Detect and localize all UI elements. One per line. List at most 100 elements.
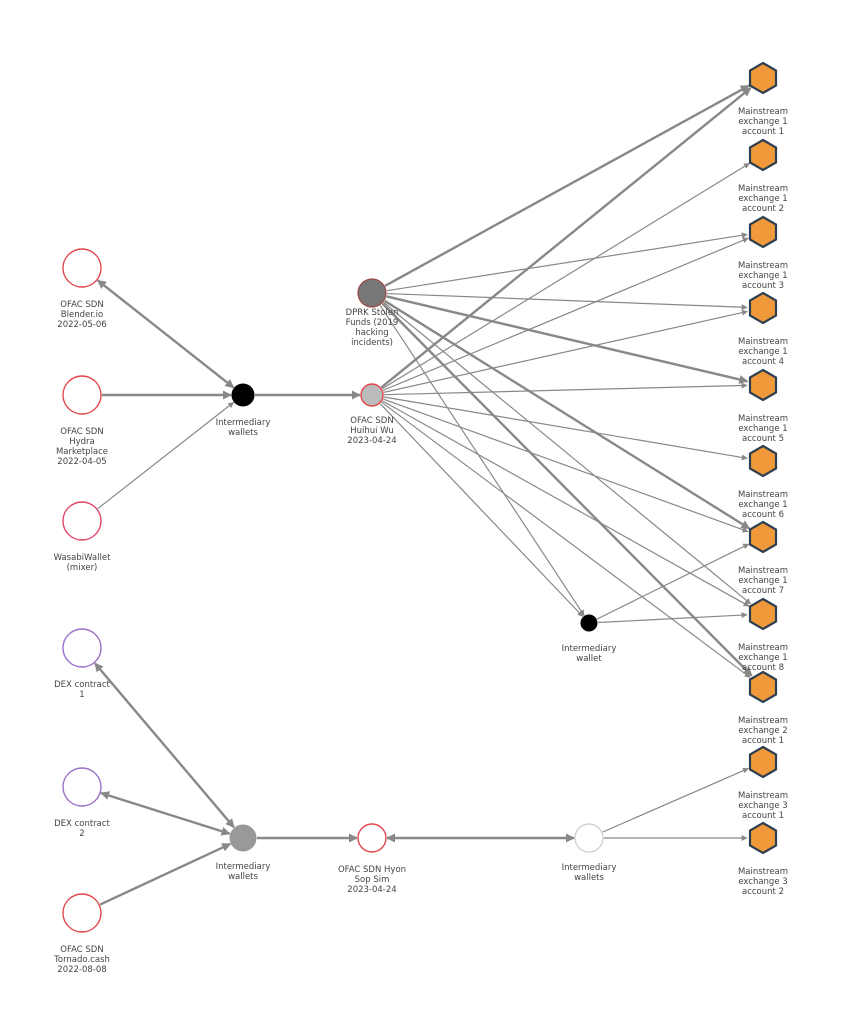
exchange-hexagon-icon[interactable]: [748, 138, 778, 172]
node-label-line: Mainstream: [738, 184, 788, 194]
edge-dprk-to-ex1a4: [386, 292, 748, 311]
edge-wasabi-to-intA: [97, 401, 235, 510]
nodes-layer: [62, 61, 778, 933]
node-intC[interactable]: [229, 824, 257, 852]
node-label-line: OFAC SDN: [60, 300, 103, 310]
node-label-line: exchange 3: [738, 801, 787, 811]
edge-intB-to-ex1a7: [596, 543, 750, 620]
node-label-line: Hydra: [69, 437, 95, 447]
exchange-hexagon-icon[interactable]: [748, 821, 778, 855]
node-hyon[interactable]: [357, 823, 387, 853]
edge-huihui-to-ex1a1: [380, 87, 752, 389]
node-wasabi[interactable]: [62, 501, 102, 541]
node-intD[interactable]: [574, 823, 604, 853]
node-label-line: account 6: [742, 510, 784, 520]
exchange-hexagon-icon[interactable]: [748, 215, 778, 249]
node-label-line: OFAC SDN: [60, 427, 103, 437]
node-label-line: hacking: [355, 328, 388, 338]
exchange-hexagon-icon[interactable]: [748, 597, 778, 631]
node-label-line: account 1: [742, 127, 784, 137]
node-dex2[interactable]: [62, 767, 102, 807]
node-label-line: Mainstream: [738, 337, 788, 347]
node-label-line: exchange 1: [738, 653, 787, 663]
node-label-line: Sop Sim: [355, 875, 390, 885]
node-label-line: exchange 1: [738, 271, 787, 281]
node-label-line: exchange 3: [738, 877, 787, 887]
node-dprk[interactable]: [357, 278, 387, 308]
edge-dprk-to-ex2a1: [381, 302, 753, 677]
exchange-hexagon-icon[interactable]: [748, 520, 778, 554]
node-label-line: exchange 1: [738, 424, 787, 434]
edge-huihui-to-ex1a2: [381, 162, 750, 390]
node-label-line: 2: [79, 829, 84, 839]
node-label-line: Mainstream: [738, 107, 788, 117]
edge-huihui-to-intB: [379, 403, 584, 617]
node-label-line: account 8: [742, 663, 784, 673]
node-label-line: OFAC SDN Hyon: [338, 865, 406, 875]
edge-huihui-to-ex1a6: [383, 396, 748, 461]
edge-dprk-to-intB: [379, 305, 585, 616]
node-label-line: 2022-05-06: [57, 320, 106, 330]
exchange-hexagon-icon[interactable]: [748, 61, 778, 95]
edge-dprk-to-ex1a3: [386, 232, 748, 292]
node-label-line: Tornado.cash: [53, 955, 110, 965]
exchange-hexagon-icon[interactable]: [748, 745, 778, 779]
exchange-hexagon-icon[interactable]: [748, 444, 778, 478]
edge-huihui-to-ex1a7: [383, 398, 749, 533]
node-label-line: Intermediary: [562, 863, 617, 873]
exchange-hexagon-icon[interactable]: [748, 291, 778, 325]
node-label-line: account 4: [742, 357, 784, 367]
edge-intD-to-ex3a1: [602, 767, 749, 833]
node-label-line: account 2: [742, 887, 784, 897]
node-label-line: Intermediary: [562, 644, 617, 654]
node-intA[interactable]: [231, 383, 255, 407]
exchange-hexagon-icon[interactable]: [748, 670, 778, 704]
node-label-line: wallets: [228, 428, 258, 438]
exchange-hexagon-icon[interactable]: [748, 368, 778, 402]
node-label-line: 2023-04-24: [347, 885, 396, 895]
node-blender[interactable]: [62, 248, 102, 288]
node-label-line: DEX contract: [54, 680, 110, 690]
edge-intB-to-ex1a8: [597, 612, 748, 624]
node-huihui[interactable]: [360, 383, 384, 407]
node-hydra[interactable]: [62, 375, 102, 415]
node-tornado[interactable]: [62, 893, 102, 933]
node-label-line: Mainstream: [738, 414, 788, 424]
node-label-line: WasabiWallet: [54, 553, 111, 563]
edge-dprk-to-ex1a1: [384, 84, 750, 287]
node-label-line: wallets: [574, 873, 604, 883]
node-label-line: OFAC SDN: [60, 945, 103, 955]
node-label-line: account 2: [742, 204, 784, 214]
node-dex1[interactable]: [62, 628, 102, 668]
node-label-wasabi: WasabiWallet(mixer): [54, 553, 111, 573]
node-intB[interactable]: [580, 614, 598, 632]
edge-intC-to-dex2: [100, 791, 231, 836]
edge-tornado-to-intC: [99, 842, 232, 906]
node-label-line: DPRK Stolen: [346, 308, 399, 318]
edge-dprk-to-ex1a5: [386, 295, 749, 384]
node-label-line: DEX contract: [54, 819, 110, 829]
edge-huihui-to-ex1a4: [383, 309, 748, 393]
node-label-line: exchange 1: [738, 194, 787, 204]
edge-huihui-to-ex1a5: [383, 382, 748, 396]
node-label-line: Mainstream: [738, 566, 788, 576]
node-label-line: 2022-04-05: [57, 457, 106, 467]
edge-intA-to-blender: [96, 279, 235, 389]
node-label-line: Huihui Wu: [350, 426, 393, 436]
